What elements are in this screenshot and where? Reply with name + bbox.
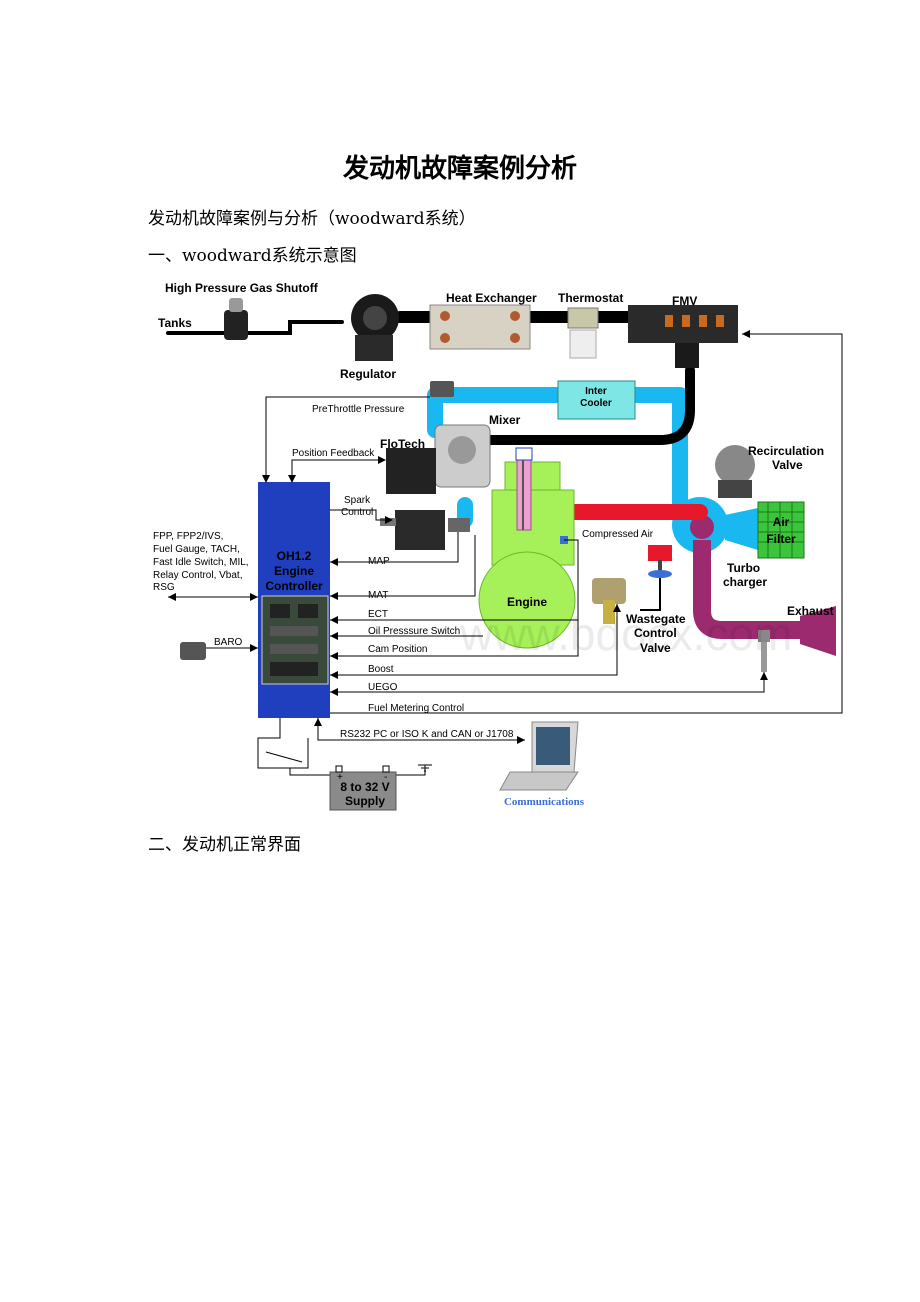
uego-sensor (758, 630, 770, 672)
label-heat-exchanger: Heat Exchanger (446, 291, 537, 305)
air-filter-label-2: Filter (766, 532, 796, 546)
label-tanks: Tanks (158, 316, 192, 330)
ground-symbol (418, 764, 432, 772)
ecu-label-2: Engine (274, 564, 314, 578)
air-filter (757, 501, 805, 559)
ecu-label-1: OH1.2 (277, 549, 312, 563)
label-wastegate-3: Valve (640, 641, 671, 655)
fmv-unit (628, 305, 738, 368)
ecu-label-3: Controller (265, 579, 323, 593)
map-sensor (448, 518, 470, 532)
ignition-module (380, 510, 445, 550)
battery-terminal-positive (335, 765, 343, 773)
label-spark-2: Control (341, 507, 373, 518)
inter-cooler-label-1: Inter (585, 386, 607, 397)
page-title: 发动机故障案例分析 (342, 154, 577, 184)
label-recirculation-2: Valve (772, 458, 803, 472)
regulator (351, 294, 399, 361)
turbo-hub (690, 515, 714, 539)
label-fpp-5: RSG (153, 582, 175, 593)
label-rs232: RS232 PC or ISO K and CAN or J1708 (340, 729, 514, 740)
signal-arrows (168, 330, 768, 744)
label-recirculation-1: Recirculation (748, 444, 824, 458)
baro-sensor (180, 642, 206, 660)
ecu-circuit-board (261, 595, 329, 685)
gas-shutoff-valve (224, 298, 248, 340)
label-fmv: FMV (672, 294, 697, 308)
communications-label: Communications (504, 796, 585, 808)
power-supply (329, 771, 397, 811)
label-turbo-2: charger (723, 575, 767, 589)
signal-wiring (168, 333, 843, 776)
label-fpp-2: Fuel Gauge, TACH, (153, 544, 240, 555)
subtitle-paragraph: 发动机故障案例与分析（woodward系统） (148, 209, 476, 229)
label-wastegate-2: Control (634, 626, 677, 640)
label-uego: UEGO (368, 682, 398, 693)
section-heading-2: 二、发动机正常界面 (148, 835, 301, 855)
label-spark-1: Spark (344, 495, 371, 506)
watermark: www.bdocx.com (459, 608, 792, 660)
exhaust-pipe (693, 540, 810, 639)
label-boost: Boost (368, 664, 394, 675)
label-fuel-metering: Fuel Metering Control (368, 703, 464, 714)
label-position-feedback: Position Feedback (292, 448, 375, 459)
label-fpp-1: FPP, FPP2/IVS, (153, 531, 223, 542)
supply-label-1: 8 to 32 V (340, 780, 389, 794)
label-prethrottle-pressure: PreThrottle Pressure (312, 404, 405, 415)
supply-label-2: Supply (345, 794, 385, 808)
label-fpp-4: Relay Control, Vbat, (153, 570, 243, 581)
label-mat: MAT (368, 590, 388, 601)
wastegate-valve (640, 545, 672, 611)
label-cam-position: Cam Position (368, 644, 427, 655)
supply-plus: + (337, 772, 343, 783)
label-map: MAP (368, 556, 390, 567)
air-filter-label-1: Air (773, 515, 790, 529)
label-regulator: Regulator (340, 367, 396, 381)
air-filter-duct (725, 508, 758, 550)
label-mixer: Mixer (489, 413, 521, 427)
exhaust-outlet (800, 606, 836, 656)
label-ect: ECT (368, 609, 388, 620)
label-oil-switch: Oil Presssure Switch (368, 626, 460, 637)
label-flotech: FloTech (380, 437, 425, 451)
label-wastegate-1: Wastegate (626, 612, 686, 626)
wastegate-control-valve (592, 578, 626, 624)
battery-terminal-negative (382, 765, 390, 773)
label-baro: BARO (214, 637, 243, 648)
label-high-pressure-shutoff: High Pressure Gas Shutoff (165, 281, 319, 295)
engine-block (478, 447, 576, 649)
label-fpp-3: Fast Idle Switch, MIL, (153, 557, 249, 568)
inter-cooler (557, 380, 636, 420)
air-filter-mesh (758, 502, 804, 558)
label-thermostat: Thermostat (558, 291, 623, 305)
supply-minus: - (384, 772, 387, 783)
label-compressed-air: Compressed Air (582, 529, 654, 540)
section-heading-1: 一、woodward系统示意图 (148, 246, 357, 266)
laptop-icon (499, 721, 579, 791)
prethrottle-pressure-sensor (430, 381, 454, 397)
label-exhaust: Exhaust (787, 604, 834, 618)
heat-exchanger (429, 304, 531, 350)
thermostat (567, 307, 599, 359)
engine-label: Engine (507, 595, 547, 609)
inter-cooler-label-2: Cooler (580, 398, 612, 409)
label-turbo-1: Turbo (727, 561, 760, 575)
recirculation-valve (715, 445, 755, 498)
flotech-throttle (386, 424, 491, 494)
relay-switch (265, 751, 303, 763)
woodward-system-diagram: Inter Cooler Air Filter Engine (153, 281, 843, 811)
